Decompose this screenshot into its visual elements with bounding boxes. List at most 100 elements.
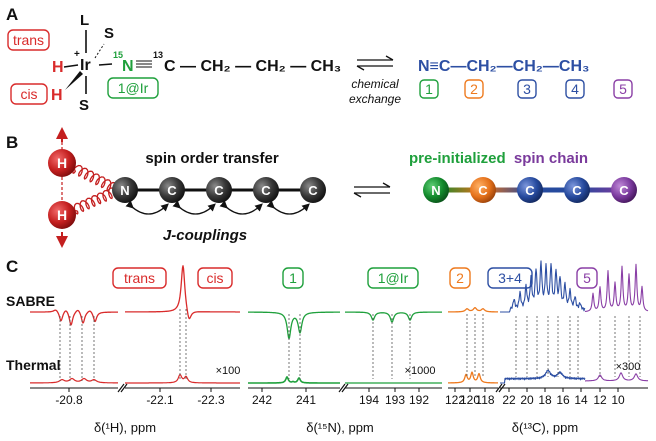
polarized-atom xyxy=(423,177,449,203)
free-chain: N≡C—CH₂—CH₂—CH₃ xyxy=(418,58,589,75)
axis-tick-label: 118 xyxy=(475,393,494,407)
spectrum-trace xyxy=(584,372,649,382)
trans-box xyxy=(7,29,50,51)
atom-number: 5 xyxy=(619,81,627,97)
axis-tick-label: 16 xyxy=(556,393,570,407)
axis-tick-label: 10 xyxy=(611,393,625,407)
trans-box-label: trans xyxy=(13,32,44,48)
scale-c: ×300 xyxy=(616,361,641,373)
iridium: Ir xyxy=(80,57,91,74)
scale-h: ×100 xyxy=(216,365,241,377)
scale-n: ×1000 xyxy=(405,365,436,377)
spectrum-trace xyxy=(124,265,241,320)
spectrum-trace xyxy=(247,311,341,340)
spectrum-trace xyxy=(29,309,119,326)
spectrum-trace xyxy=(29,377,119,384)
chain-atom-label: C xyxy=(167,183,177,198)
exchange-line2: exchange xyxy=(349,92,401,106)
cis-box xyxy=(10,83,48,105)
polarized-atom-label: N xyxy=(431,183,440,198)
axis-tick-label: 122 xyxy=(445,393,465,407)
axis-tick-label: -22.1 xyxy=(146,393,174,407)
spectrum-label-5: 5 xyxy=(583,270,591,286)
hydride-cis: H xyxy=(51,87,63,104)
ligand-S-bottom: S xyxy=(79,97,89,114)
axis-label-n: δ(¹⁵N), ppm xyxy=(306,420,374,435)
atom-number: 2 xyxy=(470,81,478,97)
spectrum-label-3-4: 3+4 xyxy=(498,270,522,286)
axis-label-c: δ(¹³C), ppm xyxy=(512,420,578,435)
hydride-sphere-top xyxy=(48,149,76,177)
polarized-atom-label: C xyxy=(478,183,488,198)
axis-tick-label: 14 xyxy=(574,393,588,407)
spin-transfer-label: spin order transfer xyxy=(145,150,279,167)
complex-label: 1@Ir xyxy=(118,80,149,96)
charge-plus: + xyxy=(74,49,80,60)
spectrum-trace xyxy=(124,373,241,384)
atom-number-box xyxy=(517,79,537,99)
polarized-atom xyxy=(564,177,590,203)
coupling-spring-bottom xyxy=(73,187,117,215)
axis-tick-label: 241 xyxy=(296,393,316,407)
chain-atom xyxy=(253,177,279,203)
cis-box-label: cis xyxy=(20,86,37,102)
chain-atom-label: N xyxy=(120,183,129,198)
polarized-atom-label: C xyxy=(525,183,535,198)
chain-atom xyxy=(159,177,185,203)
atom-number-box xyxy=(565,79,585,99)
axis-tick-label: 20 xyxy=(520,393,534,407)
chain-atom-label: C xyxy=(261,183,271,198)
ligand-L: L xyxy=(80,12,89,29)
chain-atom xyxy=(206,177,232,203)
axis-tick-label: 120 xyxy=(460,393,480,407)
row-label-sabre: SABRE xyxy=(6,293,55,309)
spectrum-trace xyxy=(447,371,499,384)
polarized-atom-label: C xyxy=(572,183,582,198)
atom-number-box xyxy=(464,79,484,99)
axis-tick-label: 18 xyxy=(538,393,552,407)
spectrum-label-1-ir: 1@Ir xyxy=(378,270,409,286)
coupling-spring-top xyxy=(72,164,118,192)
hydride-sphere-bottom-label: H xyxy=(57,207,67,223)
ligand-S-top: S xyxy=(104,25,114,42)
axis-tick-label: -22.3 xyxy=(197,393,225,407)
complex-chain: C — CH₂ — CH₂ — CH₃ xyxy=(164,58,341,75)
panel-label-c: C xyxy=(6,257,18,276)
hydride-trans: H xyxy=(52,59,64,76)
axis-tick-label: 22 xyxy=(502,393,516,407)
polarized-atom xyxy=(517,177,543,203)
pre-initialized-label: pre-initialized spin chain xyxy=(409,150,588,167)
row-label-thermal: Thermal xyxy=(6,357,60,373)
hydride-sphere-bottom xyxy=(48,201,76,229)
atom-number: 4 xyxy=(571,81,579,97)
axis-tick-label: 192 xyxy=(409,393,429,407)
atom-number-box xyxy=(419,79,439,99)
chain-atom-label: C xyxy=(308,183,318,198)
spectrum-trace xyxy=(344,311,443,323)
complex-label-box xyxy=(107,77,159,99)
panel-label-a: A xyxy=(6,5,18,24)
chain-atom xyxy=(300,177,326,203)
polarized-atom xyxy=(611,177,637,203)
atom-number: 1 xyxy=(425,81,433,97)
j-couplings-label: J-couplings xyxy=(163,227,247,244)
panel-label-b: B xyxy=(6,133,18,152)
atom-numbers: 1 2 3 4 5 xyxy=(419,79,633,99)
atom-number: 3 xyxy=(523,81,531,97)
axis-tick-label: -20.8 xyxy=(55,393,83,407)
spectrum-label-2: 2 xyxy=(456,270,464,286)
hydride-sphere-top-label: H xyxy=(57,155,67,171)
c13-superscript: 13 xyxy=(153,50,163,60)
nitrogen-bound: N xyxy=(122,58,134,75)
axis-tick-label: 12 xyxy=(593,393,607,407)
atom-number-box xyxy=(613,79,633,99)
axis-tick-label: 193 xyxy=(385,393,405,407)
polarized-atom xyxy=(470,177,496,203)
spectrum-trace xyxy=(499,260,586,313)
spectrum-label-trans: trans xyxy=(124,270,155,286)
chain-atom-label: C xyxy=(214,183,224,198)
spectrum-label-1: 1 xyxy=(289,270,297,286)
